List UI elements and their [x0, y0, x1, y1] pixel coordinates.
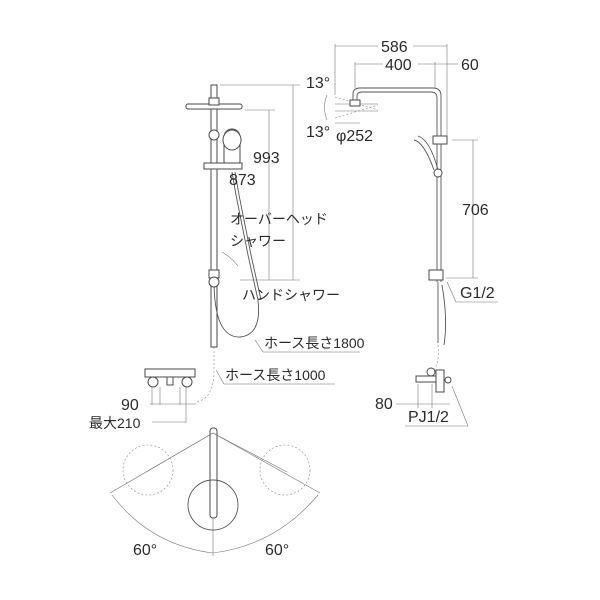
dim-swing-left: 60° [133, 542, 157, 559]
label-overhead-line1: オーバーヘッド [230, 211, 328, 227]
swing-arc [111, 494, 319, 554]
label-hose-1000: ホース長さ1000 [225, 367, 326, 383]
faucet-body [144, 368, 196, 378]
dim-swing-right: 60° [265, 542, 289, 559]
dimension-706: 706 G1/2 [446, 139, 498, 303]
dim-400: 400 [385, 57, 412, 74]
label-hand-shower: ハンドシャワー [242, 287, 340, 303]
shower-arm [352, 87, 442, 282]
faucet-side-dimensions: 80 PJ1/2 [375, 384, 469, 427]
faucet-front: 90 最大210 [89, 368, 196, 431]
hose-1000-dashed [194, 347, 215, 403]
rotation-arrow [221, 251, 239, 267]
dim-pj12: PJ1/2 [408, 409, 449, 426]
lower-bracket [428, 269, 444, 281]
dim-90: 90 [121, 397, 139, 414]
side-view [334, 87, 452, 393]
front-view [185, 84, 262, 403]
dim-873: 873 [229, 172, 256, 189]
faucet-side [415, 375, 439, 383]
dim-586: 586 [381, 39, 408, 56]
vertical-dimensions-front: 993 873 [220, 84, 300, 281]
slide-bracket [203, 162, 243, 170]
basin-left [122, 444, 174, 496]
dim-max-210: 最大210 [89, 415, 141, 431]
dim-706: 706 [462, 202, 489, 219]
dim-head-diameter: φ252 [336, 128, 373, 145]
dim-tilt-up: 13° [306, 75, 330, 92]
dim-993: 993 [253, 150, 280, 167]
hand-shower-side [417, 135, 439, 171]
dim-80: 80 [375, 396, 393, 413]
hand-shower-face [222, 129, 242, 151]
wall-bracket [432, 135, 448, 145]
ball-joint [208, 129, 220, 141]
label-hose-1800: ホース長さ1800 [264, 335, 365, 351]
hand-shower-hose [213, 171, 260, 338]
basin-right [259, 444, 311, 496]
head-joint [208, 97, 220, 106]
dim-tilt-down: 13° [306, 124, 330, 141]
label-overhead-line2: シャワー [230, 233, 286, 249]
dim-60: 60 [461, 57, 479, 74]
dim-g12: G1/2 [460, 285, 495, 302]
swing-top-view: 60° 60° [109, 427, 321, 559]
spout-center [209, 427, 218, 519]
top-dimensions: 586 400 60 13° 13° φ252 [306, 39, 479, 145]
